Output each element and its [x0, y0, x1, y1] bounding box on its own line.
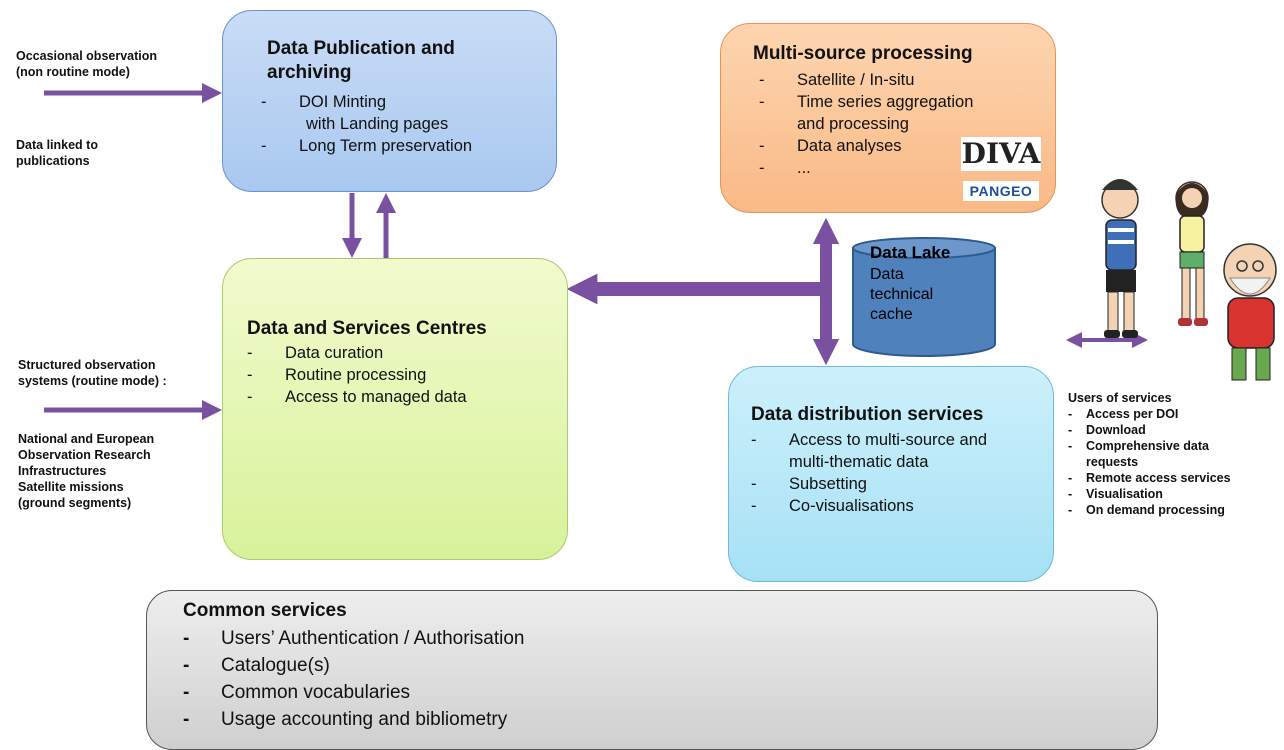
- structured-observation-label: Structured observation systems (routine …: [18, 358, 167, 388]
- users-item: Comprehensive data: [1064, 438, 1231, 454]
- centres-item: Access to managed data: [247, 386, 467, 408]
- publication-item: DOI Minting: [261, 91, 472, 113]
- multisource-item: Time series aggregation: [759, 91, 973, 113]
- distribution-item: Co-visualisations: [751, 495, 987, 517]
- publication-box: Data Publication and archiving DOI Minti…: [222, 10, 557, 192]
- pangeo-logo: PANGEO: [963, 181, 1039, 201]
- users-illustration: [1101, 179, 1277, 381]
- diva-logo: DIVA: [961, 137, 1041, 171]
- users-item: Access per DOI: [1064, 406, 1231, 422]
- publication-item: Long Term preservation: [261, 135, 472, 157]
- users-item: Visualisation: [1064, 486, 1231, 502]
- common-services-item: Common vocabularies: [183, 679, 524, 706]
- distribution-item: multi-thematic data: [789, 453, 929, 471]
- occasional-observation-label: Occasional observation (non routine mode…: [16, 49, 158, 79]
- publication-item: with Landing pages: [306, 115, 449, 133]
- common-services-item: Users’ Authentication / Authorisation: [183, 625, 524, 652]
- centres-box-title: Data and Services Centres: [247, 318, 487, 339]
- multisource-box: Multi-source processing Satellite / In-s…: [720, 23, 1056, 213]
- data-lake-cylinder: [852, 237, 996, 357]
- multisource-box-title: Multi-source processing: [753, 43, 973, 64]
- common-services-item: Catalogue(s): [183, 652, 524, 679]
- centres-item: Data curation: [247, 342, 467, 364]
- multisource-item: Data analyses: [759, 135, 973, 157]
- centres-box: Data and Services Centres Data curation …: [222, 258, 568, 560]
- users-item: requests: [1086, 455, 1139, 469]
- common-services-title: Common services: [183, 600, 347, 621]
- multisource-item: Satellite / In-situ: [759, 69, 973, 91]
- users-item: On demand processing: [1064, 502, 1231, 518]
- centres-item: Routine processing: [247, 364, 467, 386]
- common-services-list: Users’ Authentication / Authorisation Ca…: [183, 625, 524, 733]
- users-item: Remote access services: [1064, 470, 1231, 486]
- national-infrastructures-label: National and European Observation Resear…: [18, 432, 155, 510]
- multisource-item: and processing: [797, 115, 909, 133]
- common-services-box: Common services Users’ Authentication / …: [146, 590, 1158, 750]
- multisource-item: ...: [759, 157, 973, 179]
- distribution-box-list: Access to multi-source and multi-themati…: [751, 429, 987, 517]
- users-item: Download: [1064, 422, 1231, 438]
- distribution-box-title: Data distribution services: [751, 404, 984, 425]
- distribution-box: Data distribution services Access to mul…: [728, 366, 1054, 582]
- distribution-item: Subsetting: [751, 473, 987, 495]
- common-services-item: Usage accounting and bibliometry: [183, 706, 524, 733]
- user-figure-professor: [1223, 243, 1277, 381]
- user-figure-girl: [1175, 181, 1209, 326]
- data-lake-description: Data technical cache: [870, 266, 934, 323]
- users-list: Access per DOI Download Comprehensive da…: [1064, 406, 1231, 518]
- publication-box-list: DOI Minting with Landing pages Long Term…: [261, 91, 472, 157]
- distribution-item: Access to multi-source and: [751, 429, 987, 451]
- users-title: Users of services: [1068, 391, 1172, 405]
- data-linked-label: Data linked to publications: [16, 138, 98, 168]
- centres-box-list: Data curation Routine processing Access …: [247, 342, 467, 408]
- user-figure-boy: [1101, 179, 1139, 338]
- publication-box-title: Data Publication and archiving: [267, 38, 455, 83]
- data-lake-title: Data Lake: [870, 243, 951, 262]
- multisource-box-list: Satellite / In-situ Time series aggregat…: [759, 69, 973, 179]
